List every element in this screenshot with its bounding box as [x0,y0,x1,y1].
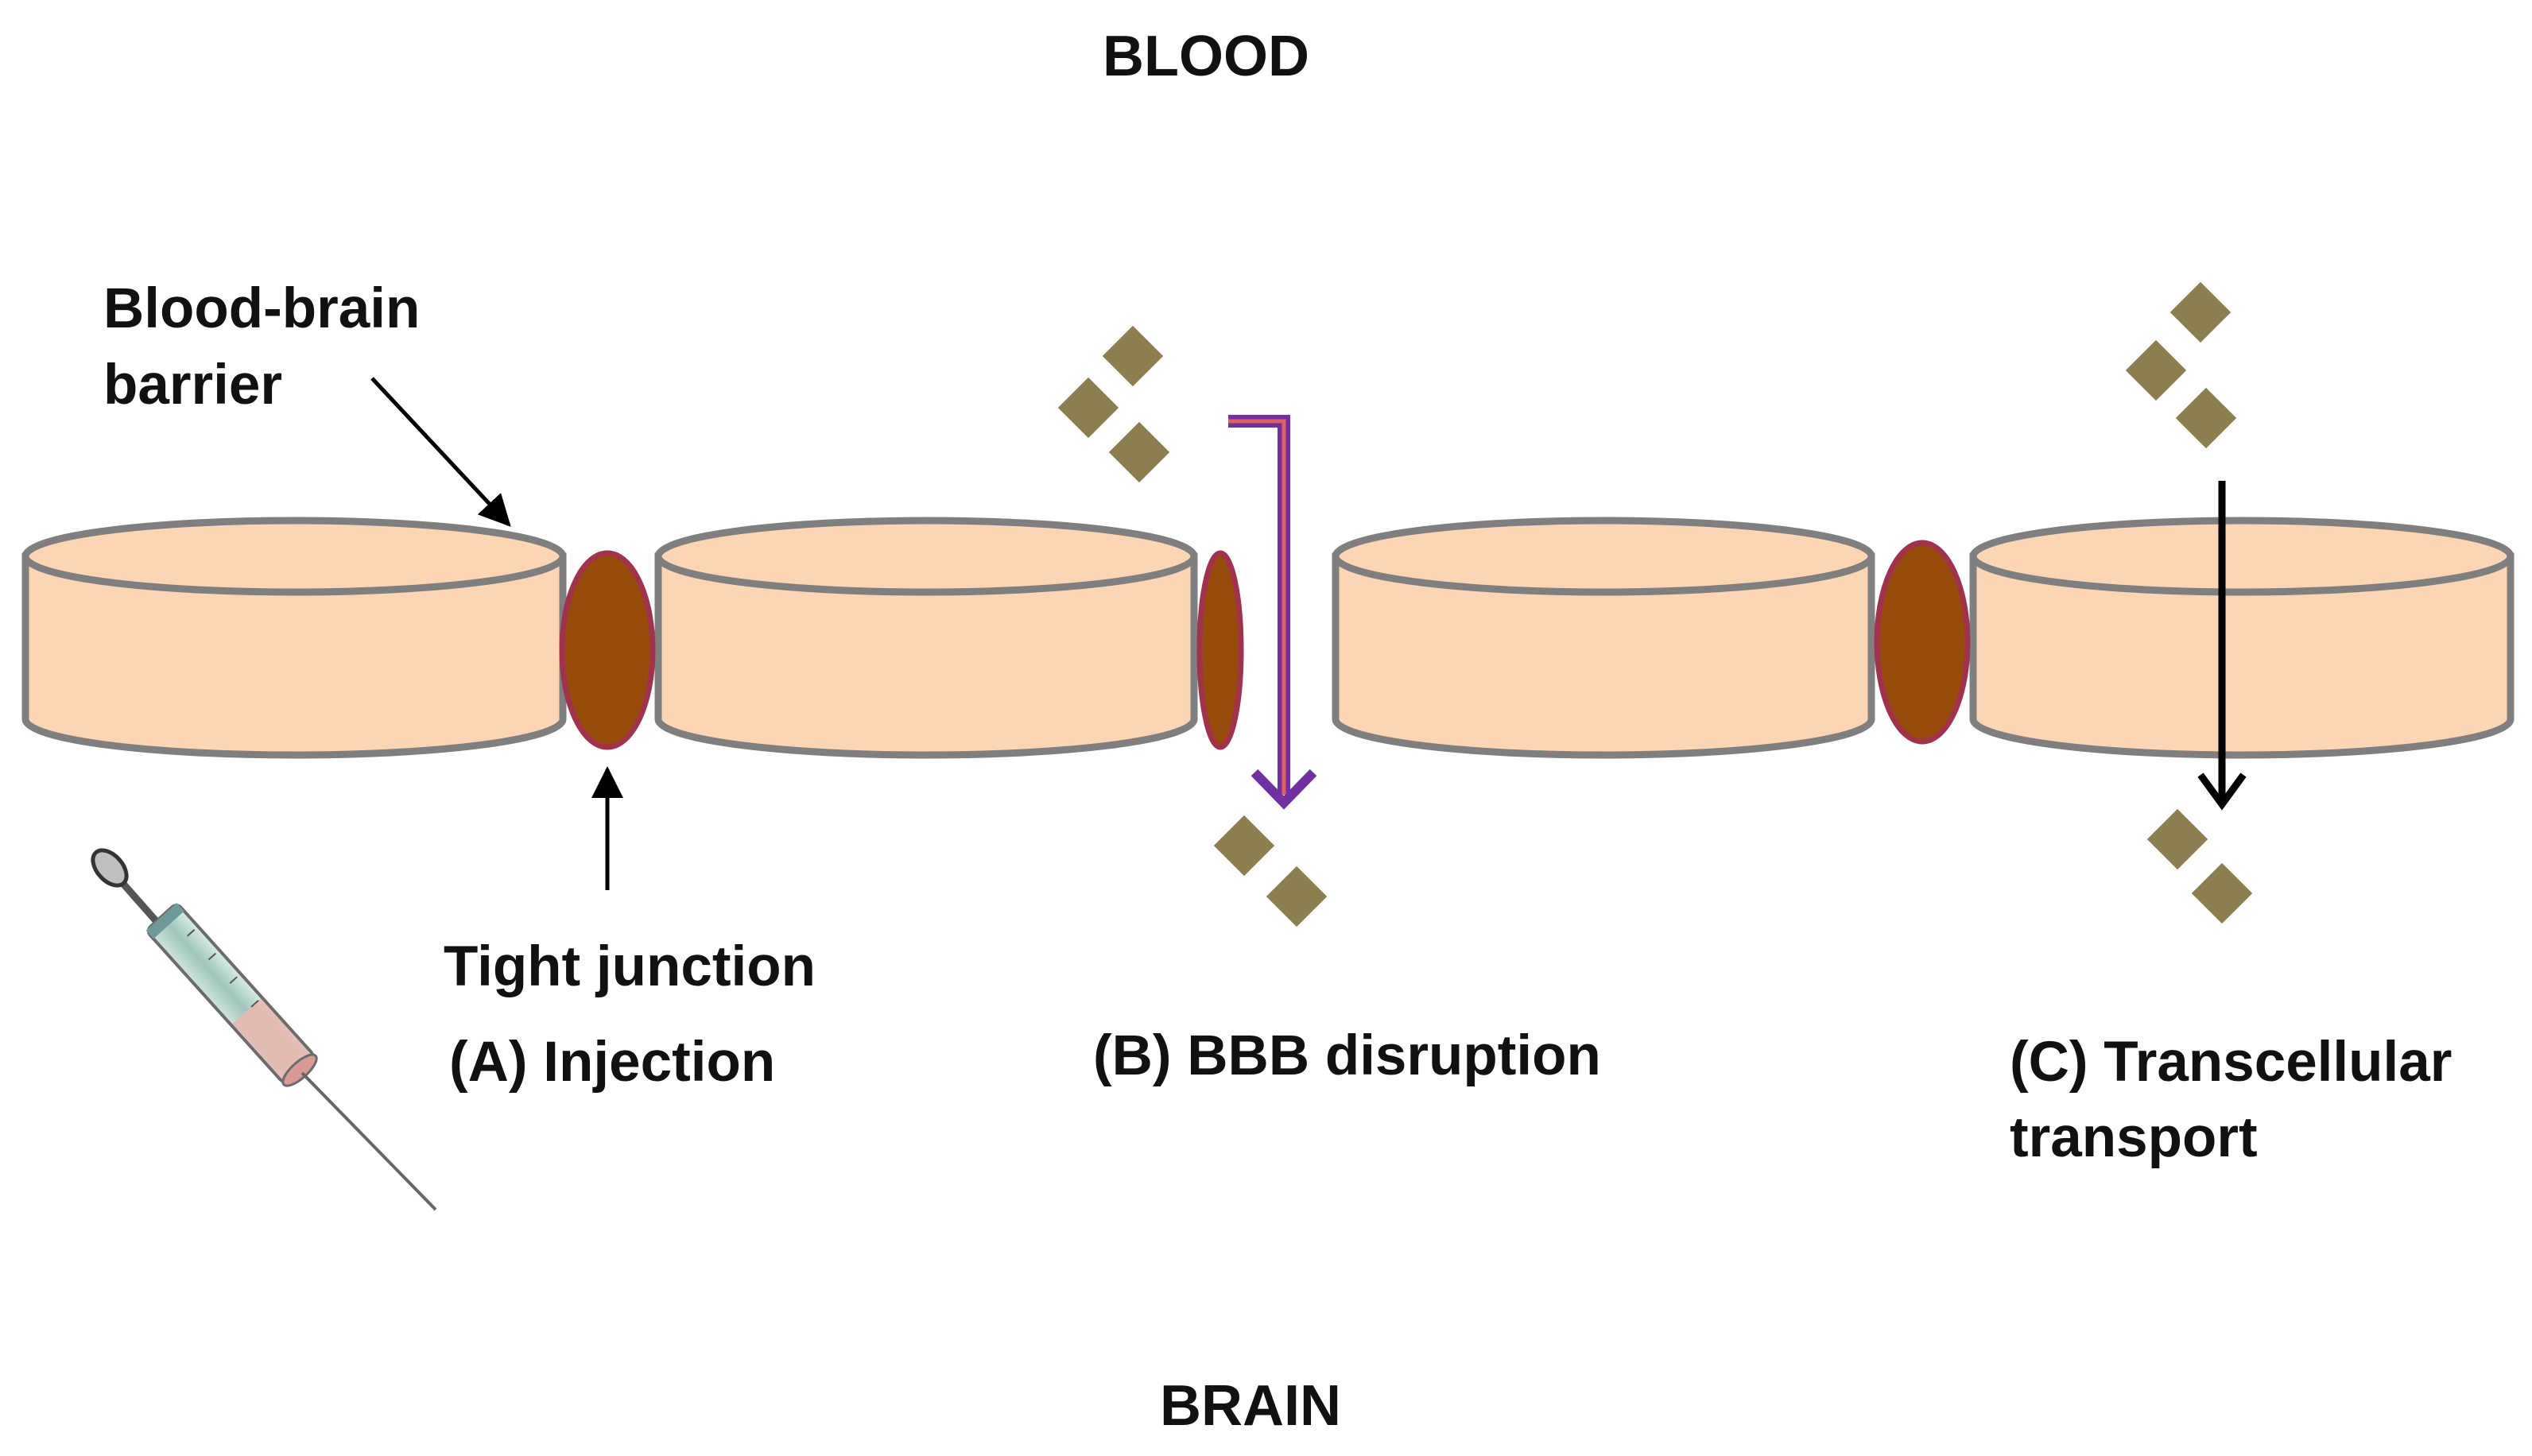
tight-junction-2-disrupted [1196,550,1244,750]
molecule-icon [2175,387,2237,449]
molecule-icon [1108,421,1170,483]
molecule-icon [2191,862,2253,924]
transcellular-label-line2: transport [2010,1106,2258,1169]
disruption-label: (B) BBB disruption [1093,1024,1601,1087]
endothelial-cell-1 [21,517,567,759]
brain-label: BRAIN [1160,1374,1341,1438]
syringe-icon [91,848,437,1211]
molecule-icon [2146,808,2208,870]
bbb-label-line2: barrier [103,354,282,416]
injection-label: (A) Injection [449,1031,775,1094]
molecule-icon [1266,865,1328,927]
endothelial-cell-3 [1332,517,1875,759]
blood-label: BLOOD [1103,25,1309,88]
molecule-group-brain-c [2146,808,2253,924]
molecule-icon [1102,325,1164,387]
molecule-icon [2125,339,2187,401]
transcellular-arrow [2197,481,2247,811]
bbb-label-line1: Blood-brain [103,277,420,340]
molecule-group-blood-c [2125,281,2237,449]
molecule-icon [1213,815,1275,877]
molecule-icon [1057,377,1119,439]
tight-junction-1 [559,550,656,750]
molecule-group-brain-b [1213,815,1328,927]
endothelial-cell-2 [654,517,1198,759]
transcellular-label-line1: (C) Transcellular [2010,1031,2452,1094]
molecule-icon [2169,281,2231,343]
endothelial-cell-4 [1969,517,2515,759]
molecule-group-blood-b [1057,325,1170,483]
bbb-pointer-arrow [370,377,511,527]
tight-junction-label: Tight junction [444,935,816,998]
disruption-path-arrow [1228,415,1317,810]
tight-junction-3 [1874,540,1971,745]
